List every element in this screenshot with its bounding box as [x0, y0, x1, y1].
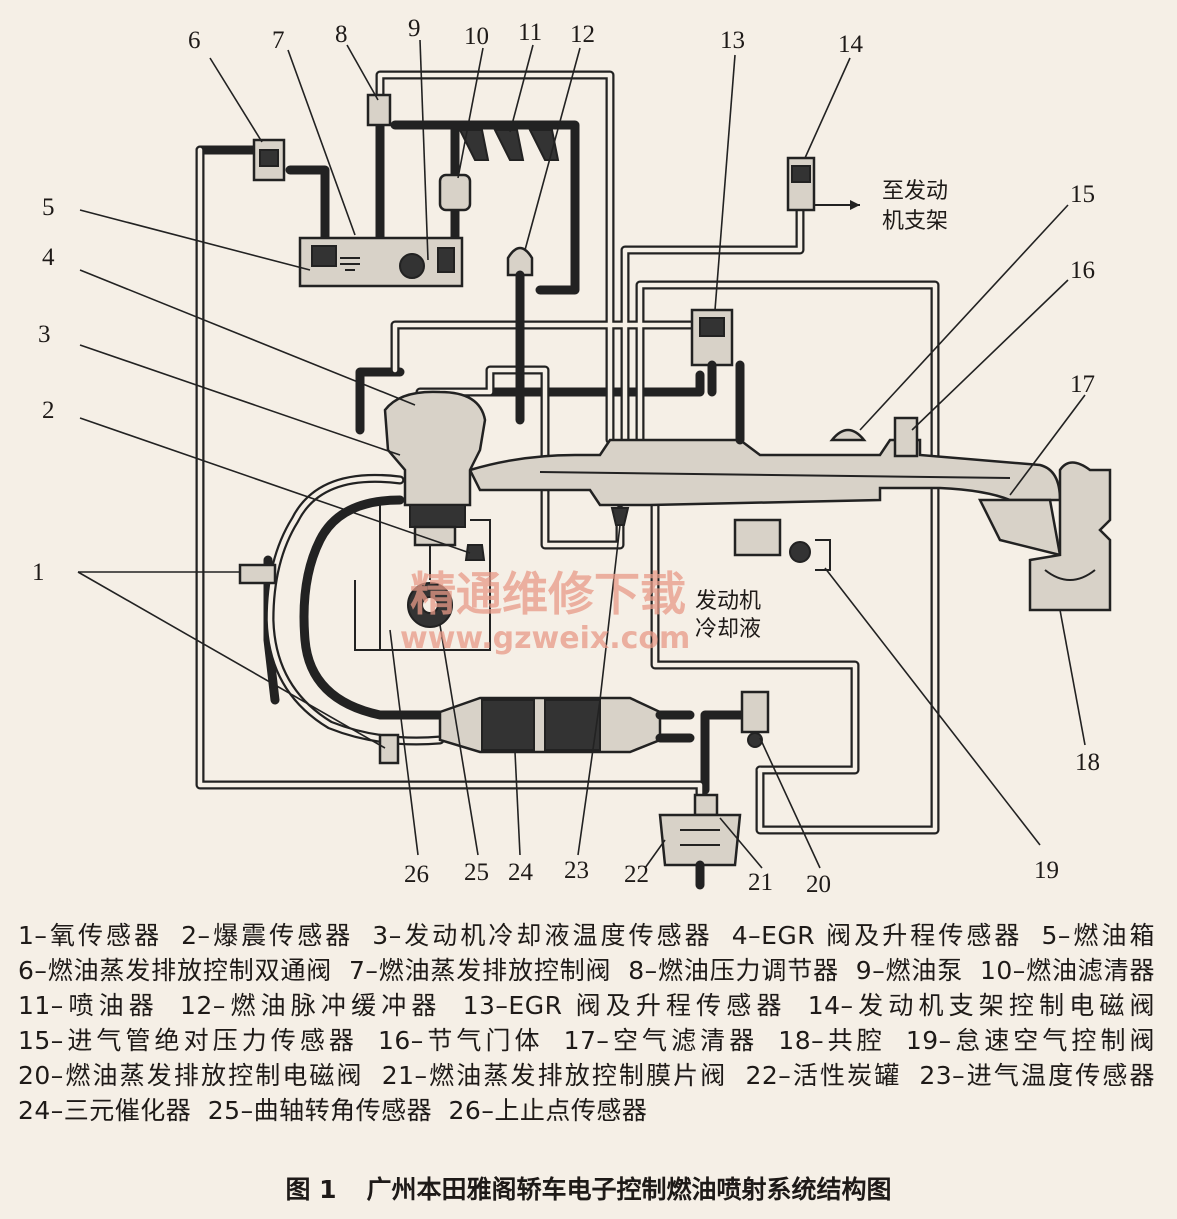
- callout-25: 25: [464, 859, 489, 886]
- legend-item-2: 2–爆震传感器: [181, 921, 354, 950]
- watermark-url: www.gzweix.com: [400, 621, 690, 656]
- callout-2: 2: [42, 397, 55, 424]
- callout-12: 12: [570, 21, 595, 48]
- pipe-network: [195, 70, 940, 840]
- note-coolant-1: 发动机: [695, 589, 761, 614]
- figure-number: 图 1: [285, 1175, 337, 1204]
- callout-6: 6: [188, 27, 201, 54]
- intake-manifold: [468, 438, 1062, 507]
- callout-13: 13: [720, 27, 745, 54]
- legend-item-23: 23–进气温度传感器: [919, 1061, 1155, 1090]
- callout-11: 11: [518, 19, 542, 46]
- legend-item-6: 6–燃油蒸发排放控制双通阀: [18, 956, 333, 985]
- legend-item-15: 15–进气管绝对压力传感器: [18, 1026, 358, 1055]
- catalytic-converter: [438, 696, 695, 754]
- legend-item-18: 18–共腔: [778, 1026, 886, 1055]
- engine-block: [354, 505, 491, 651]
- legend-item-11: 11–喷油器: [18, 991, 159, 1020]
- callout-22: 22: [624, 861, 649, 888]
- callout-15: 15: [1070, 181, 1095, 208]
- legend-item-10: 10–燃油滤清器: [979, 956, 1156, 985]
- callout-8: 8: [335, 21, 348, 48]
- callout-17: 17: [1070, 371, 1095, 398]
- note-to-engine-mount-2: 机支架: [882, 209, 948, 234]
- legend-item-17: 17–空气滤清器: [563, 1026, 759, 1055]
- callout-3: 3: [38, 321, 51, 348]
- legend-item-12: 12–燃油脉冲缓冲器: [180, 991, 442, 1020]
- callout-19: 19: [1034, 857, 1059, 884]
- note-to-engine-mount-1: 至发动: [882, 179, 948, 204]
- callout-26: 26: [404, 861, 429, 888]
- legend-item-16: 16–节气门体: [377, 1026, 544, 1055]
- legend-item-19: 19–怠速空气控制阀: [905, 1026, 1156, 1055]
- legend-item-21: 21–燃油蒸发排放控制膜片阀: [381, 1061, 728, 1090]
- legend-item-9: 9–燃油泵: [855, 956, 964, 985]
- legend: 1–氧传感器 2–爆震传感器 3–发动机冷却液温度传感器 4–EGR 阀及升程传…: [18, 918, 1163, 1128]
- legend-item-22: 22–活性炭罐: [745, 1061, 902, 1090]
- exhaust-manifold: [265, 473, 445, 746]
- callout-9: 9: [408, 15, 421, 42]
- callout-4: 4: [42, 244, 55, 271]
- callout-18: 18: [1075, 749, 1100, 776]
- legend-item-7: 7–燃油蒸发排放控制阀: [348, 956, 612, 985]
- legend-item-1: 1–氧传感器: [18, 921, 163, 950]
- legend-item-8: 8–燃油压力调节器: [628, 956, 839, 985]
- callout-1: 1: [32, 559, 45, 586]
- callout-7: 7: [272, 27, 285, 54]
- callout-5: 5: [42, 194, 55, 221]
- callout-23: 23: [564, 857, 589, 884]
- components: [238, 93, 1112, 890]
- watermark-text: 精通维修下载: [410, 567, 686, 621]
- callout-21: 21: [748, 869, 773, 896]
- callout-20: 20: [806, 871, 831, 898]
- callout-24: 24: [508, 859, 534, 886]
- leader-lines: [77, 39, 1086, 869]
- callout-10: 10: [464, 23, 489, 50]
- legend-item-5: 5–燃油箱: [1041, 921, 1156, 950]
- legend-item-3: 3–发动机冷却液温度传感器: [372, 921, 713, 950]
- legend-item-20: 20–燃油蒸发排放控制电磁阀: [18, 1061, 364, 1090]
- figure-caption: 图 1 广州本田雅阁轿车电子控制燃油喷射系统结构图: [0, 1170, 1177, 1206]
- legend-item-24: 24–三元催化器: [18, 1096, 192, 1125]
- fuel-injection-diagram: 1 2 3 4 5 6 7 8 9 10 11 12 13 14 15 16 1…: [32, 15, 1112, 898]
- legend-item-26: 26–上止点传感器: [448, 1096, 648, 1125]
- legend-item-14: 14–发动机支架控制电磁阀: [807, 991, 1156, 1020]
- note-coolant-2: 冷却液: [695, 617, 761, 642]
- callout-14: 14: [838, 31, 864, 58]
- fuel-tank: [298, 236, 464, 288]
- figure-title: 广州本田雅阁轿车电子控制燃油喷射系统结构图: [366, 1175, 892, 1204]
- legend-item-4: 4–EGR 阀及升程传感器: [731, 921, 1023, 950]
- legend-item-25: 25–曲轴转角传感器: [207, 1096, 433, 1125]
- throttle-egr-housing: [383, 390, 487, 580]
- callout-16: 16: [1070, 257, 1095, 284]
- legend-item-13: 13–EGR 阀及升程传感器: [462, 991, 787, 1020]
- callout-labels: 1 2 3 4 5 6 7 8 9 10 11 12 13 14 15 16 1…: [32, 15, 1100, 898]
